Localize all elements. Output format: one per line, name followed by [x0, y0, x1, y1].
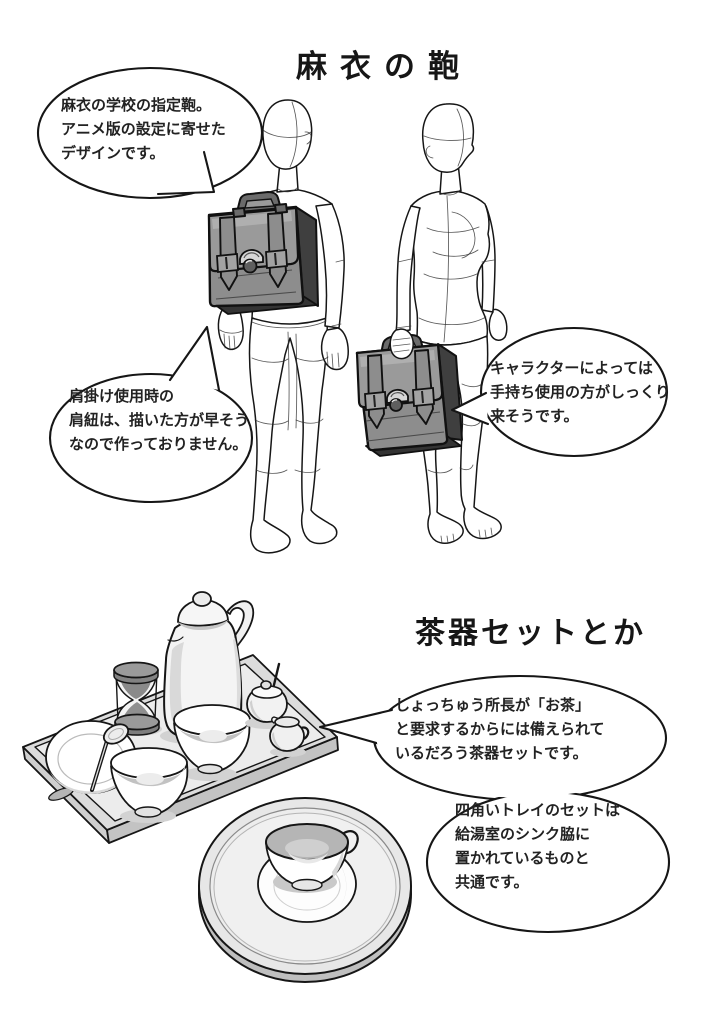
- bubble-line: しょっちゅう所長が「お茶」: [395, 697, 591, 714]
- bubble-text-shoulder-strap: 肩掛け使用時の 肩紐は、描いた方が早そう なので作っておりません。: [69, 385, 249, 457]
- section-title-bag: 麻衣の鞄: [296, 49, 472, 84]
- section-title-tea: 茶器セットとか: [415, 617, 646, 650]
- speech-bubble-shoulder-strap: [48, 325, 254, 504]
- teacup-on-saucer: [257, 823, 359, 923]
- bubble-line: 給湯室のシンク脇に: [455, 826, 591, 843]
- bubble-line: 四角いトレイのセットは: [455, 802, 621, 819]
- tea-bowl-back: [173, 704, 251, 781]
- bubble-line: アニメ版の設定に寄せた: [61, 121, 226, 138]
- bubble-line: デザインです。: [61, 145, 165, 162]
- school-satchel-handheld: [355, 328, 463, 457]
- bubble-line: 肩掛け使用時の: [69, 388, 175, 405]
- bubble-line: 手持ち使用の方がしっくり: [490, 384, 671, 401]
- hourglass-timer: [112, 661, 162, 736]
- bubble-line: キャラクターによっては: [490, 360, 653, 377]
- bubble-line: と要求するからには備えられて: [395, 721, 605, 738]
- bubble-line: 肩紐は、描いた方が早そう: [69, 412, 250, 429]
- cup-handle: [342, 830, 359, 855]
- school-satchel-worn: [207, 191, 319, 315]
- bubble-text-bag-design: 麻衣の学校の指定鞄。 アニメ版の設定に寄せた デザインです。: [61, 94, 226, 166]
- bubble-line: 共通です。: [455, 874, 529, 891]
- tea-bowl-front: [110, 747, 189, 823]
- bubble-line: 来そうです。: [490, 408, 579, 425]
- bubble-line: いるだろう茶器セットです。: [395, 745, 588, 762]
- speech-bubble-bag-design: [36, 66, 264, 200]
- bubble-text-square-tray: 四角いトレイのセットは 給湯室のシンク脇に 置かれているものと 共通です。: [455, 799, 620, 895]
- creamer: [269, 716, 310, 757]
- bubble-text-tea-set: しょっちゅう所長が「お茶」 と要求するからには備えられて いるだろう茶器セットで…: [395, 694, 605, 766]
- speech-bubble-hand-carry: [450, 326, 669, 458]
- bubble-text-hand-carry: キャラクターによっては 手持ち使用の方がしっくり 来そうです。: [490, 357, 670, 429]
- speech-bubble-square-tray: [376, 678, 671, 934]
- bubble-line: 置かれているものと: [455, 850, 590, 867]
- bubble-line: なので作っておりません。: [69, 436, 248, 453]
- bubble-line: 麻衣の学校の指定鞄。: [61, 97, 212, 114]
